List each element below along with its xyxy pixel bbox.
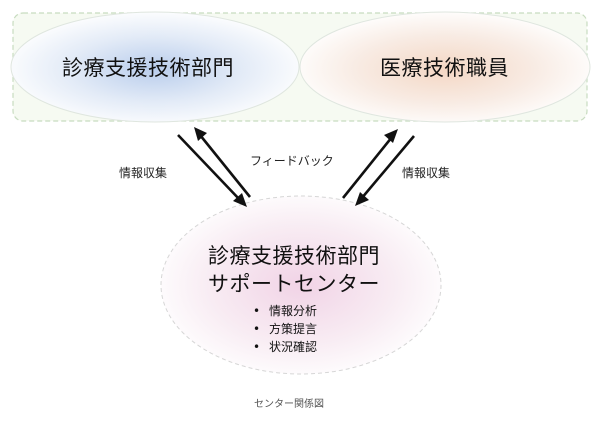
list-item: 方策提言: [251, 320, 317, 338]
node-bottom-title-line1: 診療支援技術部門: [208, 244, 380, 268]
node-left-label: 診療支援技術部門: [62, 56, 234, 80]
node-right-shape: [299, 11, 591, 123]
left-arrow-label: 情報収集: [119, 166, 168, 180]
node-bottom-title-line2: サポートセンター: [208, 272, 380, 296]
node-bottom-item-list: 情報分析 方策提言 状況確認: [251, 302, 317, 356]
node-left-shape: [10, 11, 300, 123]
center-arrow-label: フィードバック: [250, 154, 334, 168]
node-right-label: 医療技術職員: [380, 56, 509, 80]
right-arrow-pair: [341, 129, 415, 206]
list-item: 情報分析: [251, 302, 317, 320]
right-arrow-label: 情報収集: [402, 166, 451, 180]
figure-caption: センター関係図: [254, 399, 324, 410]
left-arrow-pair: [177, 127, 252, 207]
node-bottom-shape: [160, 195, 442, 375]
list-item: 状況確認: [251, 338, 317, 356]
